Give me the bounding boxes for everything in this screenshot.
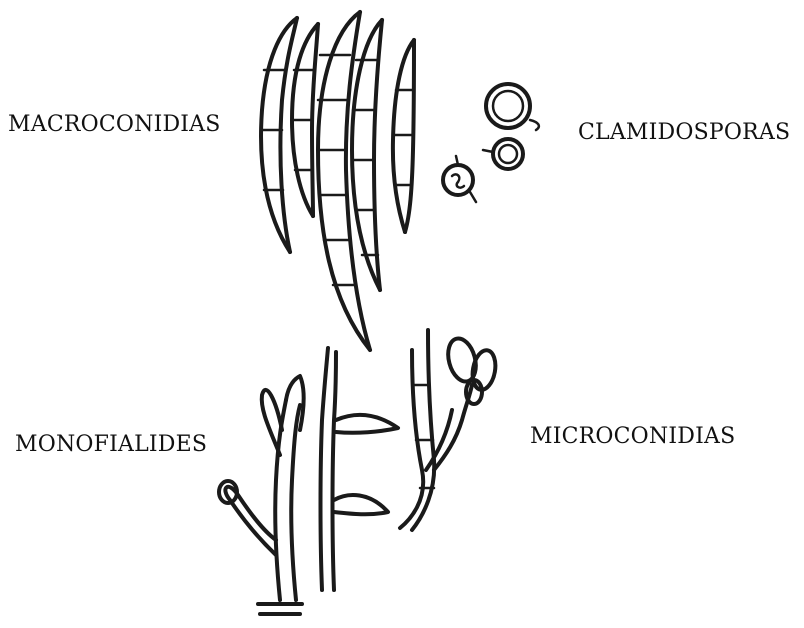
monophialide-group (219, 348, 398, 614)
macroconidium-4 (352, 20, 382, 290)
clamidosporas-label: CLAMIDOSPORAS (578, 120, 790, 145)
macroconidium-2 (292, 24, 318, 216)
chlamydospore-medium (483, 139, 523, 169)
monofialides-label: MONOFIALIDES (15, 432, 207, 457)
macroconidias-label: MACROCONIDIAS (8, 112, 221, 137)
chlamydospore-group (443, 84, 539, 202)
microconidias-label: MICROCONIDIAS (530, 424, 735, 449)
macroconidia-group (261, 12, 414, 350)
macroconidium-5 (393, 40, 414, 232)
chlamydospore-large (486, 84, 539, 130)
microconidia-group (400, 330, 498, 530)
chlamydospore-small (443, 156, 476, 202)
